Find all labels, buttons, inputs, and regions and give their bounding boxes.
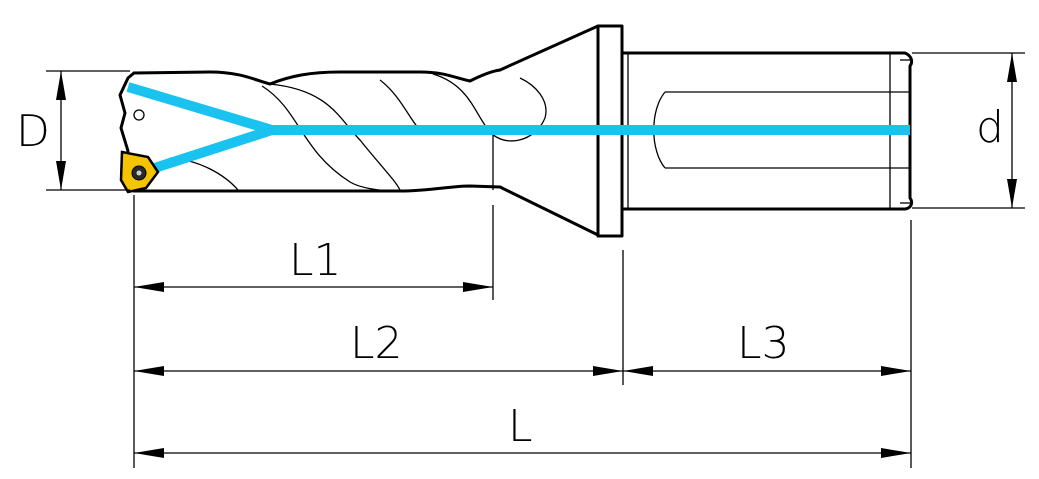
coolant-channel-lower: [134, 125, 274, 179]
flute-top-edge: [132, 68, 502, 86]
coolant-channels: [126, 82, 910, 179]
arrow-L1-right: [463, 282, 493, 292]
arrow-L1-left: [134, 282, 164, 292]
flange: [596, 24, 624, 238]
flute-helix-2: [261, 85, 396, 192]
extension-lines: [46, 52, 1025, 468]
label-L1: L1: [289, 235, 342, 286]
label-L: L: [508, 401, 533, 452]
flute-helix-4: [432, 73, 547, 142]
arrow-D-top: [56, 71, 66, 100]
label-d: d: [976, 102, 1004, 153]
arrow-L3-left: [623, 366, 653, 376]
coolant-channel-upper: [126, 82, 274, 135]
arrow-L-right: [881, 448, 911, 458]
label-L3: L3: [737, 318, 790, 369]
arrow-d-top: [1007, 53, 1017, 82]
dimension-lines: [56, 53, 1017, 458]
flute-helix-5: [379, 79, 421, 131]
cone-top: [498, 24, 600, 72]
flute-bottom-edge: [132, 184, 502, 193]
outer-insert-screw-hole: [133, 109, 145, 121]
indexable-insert: [119, 150, 160, 194]
cone-bottom: [498, 185, 600, 237]
arrow-L3-right: [881, 366, 911, 376]
label-D: D: [16, 106, 50, 157]
arrow-L2-left: [134, 366, 164, 376]
flute-helix-3: [269, 83, 401, 191]
arrow-L-left: [134, 448, 164, 458]
arrow-d-bottom: [1007, 179, 1017, 208]
torx-screw-center: [136, 170, 142, 176]
label-L2: L2: [350, 318, 403, 369]
dimension-labels: D d L1 L2 L3 L: [16, 102, 1004, 452]
arrow-D-bottom: [56, 161, 66, 190]
arrow-L2-right: [593, 366, 623, 376]
